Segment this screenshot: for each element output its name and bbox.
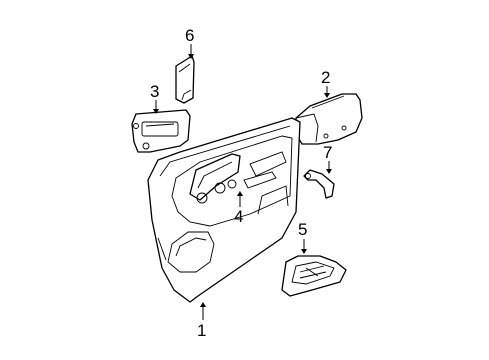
leader-5	[301, 239, 307, 254]
leader-7	[326, 161, 332, 174]
leader-1	[200, 302, 206, 320]
leader-4	[237, 191, 243, 207]
callout-2: 2	[321, 68, 330, 87]
part-5-speaker-grille[interactable]	[281, 255, 347, 297]
callout-3: 3	[150, 82, 159, 101]
leader-2	[324, 86, 330, 98]
part-2-armrest[interactable]	[295, 93, 363, 145]
leader-6	[188, 44, 194, 59]
callout-4: 4	[234, 207, 243, 226]
leader-lines	[153, 44, 332, 320]
part-6-trim-cover[interactable]	[175, 55, 195, 104]
callout-7: 7	[323, 143, 332, 162]
part-7-bracket[interactable]	[303, 169, 335, 199]
part-1-door-trim-panel[interactable]	[147, 117, 301, 303]
callout-labels: 6 3 2 7 4 5 1	[150, 26, 332, 340]
part-3-handle-bezel[interactable]	[131, 109, 191, 153]
leader-3	[153, 100, 159, 114]
callout-6: 6	[185, 26, 194, 45]
callout-1: 1	[197, 321, 206, 340]
callout-5: 5	[298, 220, 307, 239]
